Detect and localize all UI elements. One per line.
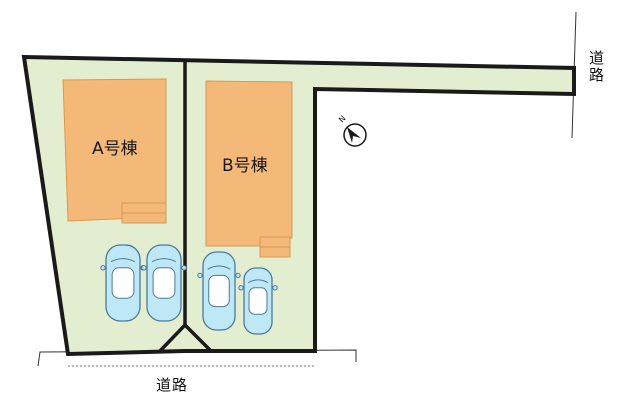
building-a — [62, 78, 167, 224]
compass-north-letter: N — [337, 114, 348, 125]
road-bottom-label: 道路 — [156, 376, 189, 394]
building-a-label: A号棟 — [92, 139, 138, 159]
parked-car — [141, 244, 187, 322]
building-b — [205, 80, 293, 258]
road-right-label: 道路 — [587, 50, 605, 84]
lot-divider-fork — [158, 322, 213, 353]
building-b-label: B号棟 — [222, 156, 268, 176]
parked-car — [197, 251, 241, 331]
compass-arrow — [347, 127, 361, 143]
parking-cars — [100, 244, 278, 335]
compass: N — [337, 114, 367, 147]
parked-car — [100, 244, 146, 322]
parked-car — [238, 267, 278, 335]
